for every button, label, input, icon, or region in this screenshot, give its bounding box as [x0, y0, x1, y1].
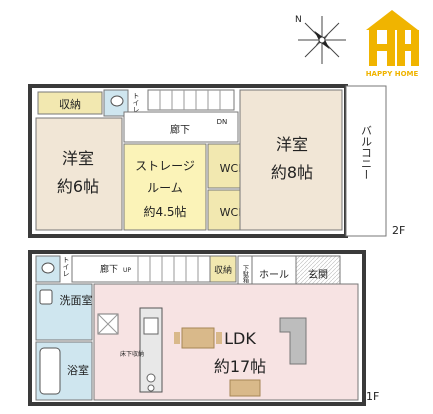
stair-1f [137, 256, 199, 282]
stair-1f-up-label: UP [123, 267, 131, 274]
balcony-label: バルコニー [360, 125, 373, 180]
stair-2f-dn-label: DN [217, 118, 228, 126]
ldk [93, 283, 359, 401]
bathtub-icon [39, 347, 61, 395]
storage-1f [209, 255, 237, 283]
storage-2f-label: 収納 [59, 98, 81, 111]
north-mark: N [295, 15, 302, 25]
floor-2f-label: 2F [392, 224, 405, 237]
floor-1f: トイレ 廊下 UP 収納 下駄箱 ホール 玄関 洗面室 浴 [28, 250, 379, 406]
corridor-2f [123, 111, 239, 143]
hall-label: ホール [259, 269, 289, 281]
toilet-2f-label: トイレ [132, 92, 140, 113]
tv-board [229, 379, 261, 397]
house-hh-logo [366, 10, 419, 66]
toilet-2f-icon [110, 95, 124, 107]
washroom-label: 洗面室 [60, 293, 93, 307]
shoe-box-label: 下駄箱 [242, 265, 249, 284]
wcl-top-label: WCL [220, 162, 246, 175]
storage-room-name-1: ストレージ [135, 159, 195, 173]
western-room-6-size: 約6帖 [57, 177, 99, 196]
dining-table [174, 327, 222, 349]
western-room-8 [239, 89, 343, 231]
western-room-8-size: 約8帖 [271, 163, 313, 182]
stair-2f [147, 89, 235, 111]
sofa [279, 317, 307, 365]
corridor-1f [71, 255, 211, 283]
storage-room-name-2: ルーム [147, 181, 183, 195]
storage-1f-label: 収納 [214, 264, 232, 276]
toilet-1f-label: トイレ [62, 256, 70, 277]
storage-room [123, 143, 207, 231]
corridor-2f-label: 廊下 [170, 123, 190, 136]
compass-rose-icon [298, 16, 346, 64]
kitchen-counter [139, 307, 163, 393]
toilet-1f-icon [41, 262, 55, 274]
western-room-8-name: 洋室 [276, 135, 308, 154]
sink-icon [39, 289, 53, 305]
floor-1f-label: 1F [366, 390, 379, 403]
corridor-1f-label: 廊下 [100, 263, 118, 275]
ldk-name: LDK [224, 329, 256, 348]
western-room-6-name: 洋室 [62, 149, 94, 168]
western-room-6 [35, 117, 123, 231]
storage-2f [37, 91, 103, 115]
floor-2f: 収納 トイレ 廊下 DN 洋室 約6帖 ストレージ ルーム 約4.5帖 WCL [28, 84, 405, 238]
underfloor-label: 床下収納 [120, 350, 144, 358]
brand-name: HAPPY HOME [366, 70, 419, 78]
balcony [345, 85, 387, 237]
ldk-size: 約17帖 [214, 357, 266, 376]
wcl-bottom-label: WCL [220, 206, 246, 219]
bath-label: 浴室 [67, 363, 89, 377]
entrance-label: 玄関 [308, 268, 328, 281]
storage-room-size: 約4.5帖 [143, 204, 186, 219]
